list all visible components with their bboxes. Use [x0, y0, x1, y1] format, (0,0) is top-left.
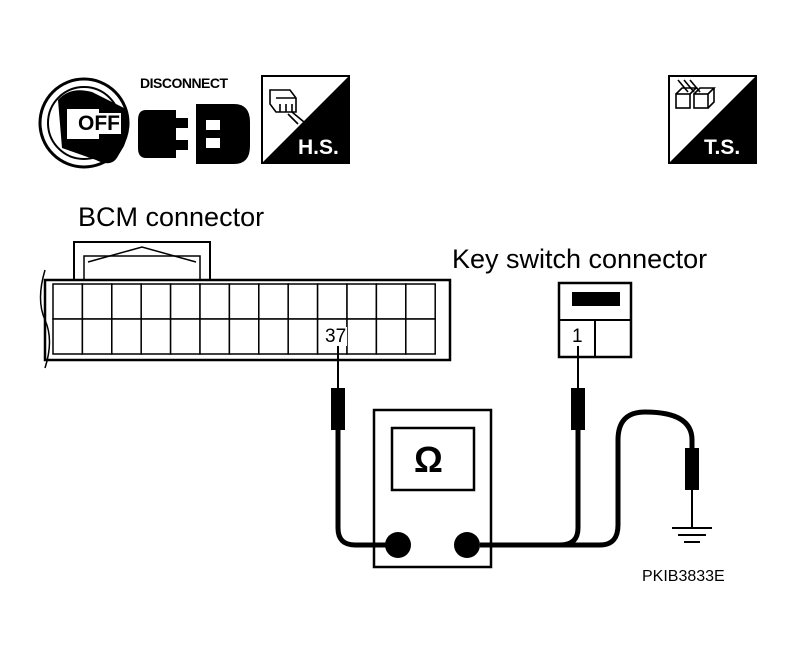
bcm-cavity [346, 318, 378, 355]
bcm-cavity [258, 283, 289, 320]
test-lead-key-switch [480, 340, 585, 548]
bcm-cavity [52, 318, 84, 355]
bcm-pin-37-label: 37 [324, 326, 348, 347]
ohmmeter [372, 408, 493, 569]
terminal-side-label: T.S. [704, 136, 741, 159]
bcm-cavity [140, 318, 172, 355]
bcm-cavity [287, 318, 319, 355]
ignition-off-label: OFF [77, 112, 121, 135]
key-switch-connector [557, 281, 633, 359]
ohm-symbol: Ω [414, 439, 443, 480]
disconnect-icon [138, 104, 250, 164]
bcm-cavity [405, 318, 436, 355]
bcm-cavity [169, 283, 201, 320]
harness-side-icon [261, 75, 350, 164]
ground-icon [672, 527, 712, 543]
test-lead-ground [540, 409, 699, 548]
bcm-cavity [140, 283, 172, 320]
bcm-cavity [375, 318, 407, 355]
test-lead-bcm [331, 340, 386, 548]
bcm-cavity [111, 318, 142, 355]
bcm-cavity [81, 318, 113, 355]
bcm-cavity [199, 283, 231, 320]
bcm-connector-label: BCM connector [78, 202, 265, 232]
bcm-cavity [81, 283, 113, 320]
figure-code: PKIB3833E [642, 568, 725, 585]
bcm-cavity [287, 283, 319, 320]
bcm-cavity [316, 283, 348, 320]
bcm-connector [39, 241, 452, 369]
bcm-cavity [346, 283, 378, 320]
terminal-side-icon [668, 75, 757, 164]
bcm-cavity [228, 283, 260, 320]
bcm-cavity [169, 318, 201, 355]
bcm-cavity [199, 318, 231, 355]
bcm-cavity [52, 283, 84, 320]
harness-side-label: H.S. [298, 136, 339, 159]
key-switch-connector-label: Key switch connector [452, 244, 708, 274]
bcm-cavity [258, 318, 289, 355]
bcm-cavity [111, 283, 142, 320]
bcm-cavity [405, 283, 436, 320]
bcm-cavity [375, 283, 407, 320]
disconnect-label: DISCONNECT [140, 75, 228, 91]
bcm-cavity [228, 318, 260, 355]
key-switch-pin-1-label: 1 [571, 326, 584, 347]
